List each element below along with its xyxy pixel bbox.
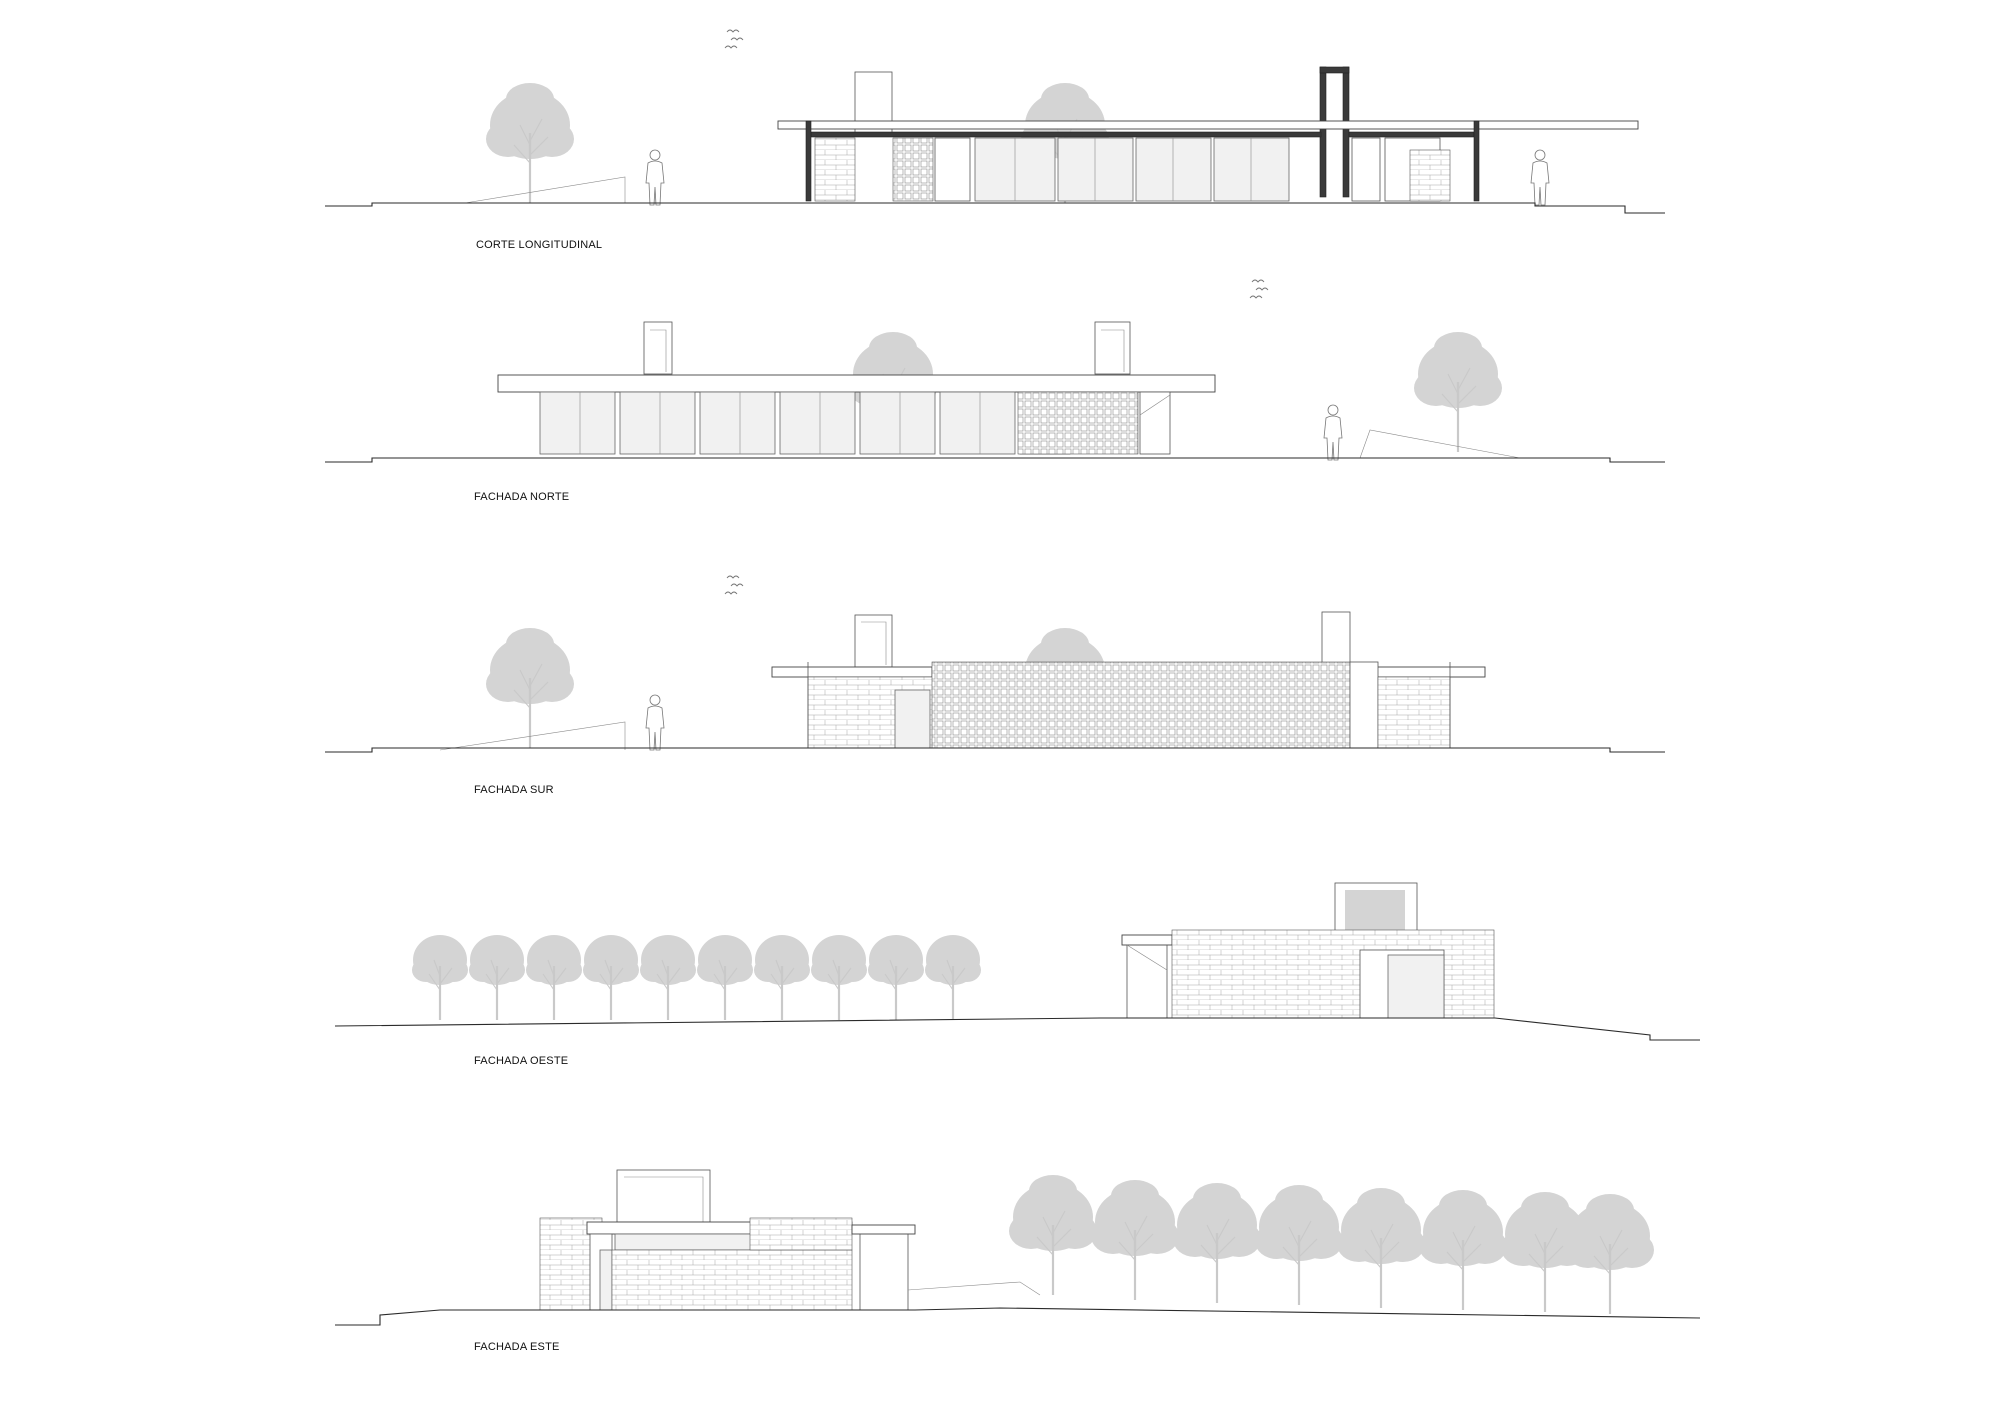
section-label-corte-longitudinal: CORTE LONGITUDINAL [476,239,602,251]
tree-row [410,933,983,1022]
person-figure [645,149,665,206]
tree-row [1007,1173,1656,1316]
birds-icon [724,575,744,595]
fachada-sur-drawing [325,575,1665,753]
fachada-oeste-drawing [334,882,1700,1041]
tree [484,626,576,750]
birds-icon [1249,279,1269,299]
section-label-fachada-oeste: FACHADA OESTE [474,1055,568,1067]
section-label-fachada-este: FACHADA ESTE [474,1341,560,1353]
section-label-fachada-sur: FACHADA SUR [474,784,554,796]
person-figure [645,694,665,751]
fachada-este-drawing [335,1169,1701,1326]
section-label-fachada-norte: FACHADA NORTE [474,491,569,503]
corte-longitudinal-drawing [325,29,1665,214]
tree [484,81,576,205]
person-figure [1323,404,1343,461]
birds-icon [724,29,744,49]
fachada-norte-drawing [325,279,1665,463]
tree [1412,330,1504,454]
person-figure [1530,149,1550,206]
